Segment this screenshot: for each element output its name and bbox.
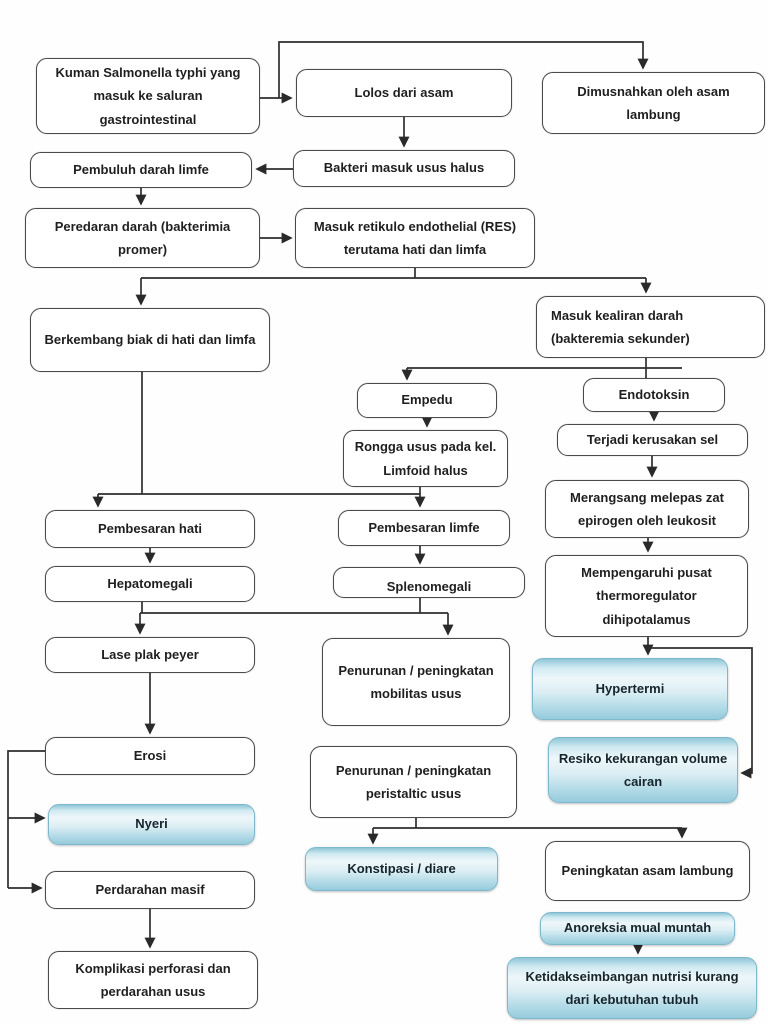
node-peristaltik-usus: Penurunan / peningkatan peristaltic usus [310,746,517,818]
node-konstipasi-diare: Konstipasi / diare [305,847,498,891]
node-anoreksia: Anoreksia mual muntah [540,912,735,945]
node-perdarahan-masif: Perdarahan masif [45,871,255,909]
node-rongga-usus: Rongga usus pada kel. Limfoid halus [343,430,508,487]
node-ketidakseimbangan-nutrisi: Ketidakseimbangan nutrisi kurang dari ke… [507,957,757,1019]
node-bakteri-masuk-usus: Bakteri masuk usus halus [293,150,515,187]
node-mobilitas-usus: Penurunan / peningkatan mobilitas usus [322,638,510,726]
node-nyeri: Nyeri [48,804,255,845]
node-kealiran-darah: Masuk kealiran darah (bakteremia sekunde… [536,296,765,358]
node-empedu: Empedu [357,383,497,418]
node-lase-plak-peyer: Lase plak peyer [45,637,255,673]
node-komplikasi-perforasi: Komplikasi perforasi dan perdarahan usus [48,951,258,1009]
node-mempengaruhi-pusat: Mempengaruhi pusat thermoregulator dihip… [545,555,748,637]
node-pembuluh-darah-limfe: Pembuluh darah limfe [30,152,252,188]
node-merangsang-melepas: Merangsang melepas zat epirogen oleh leu… [545,480,749,538]
node-lolos-dari-asam: Lolos dari asam [296,69,512,117]
node-splenomegali: Splenomegali [333,567,525,598]
node-pembesaran-limfe: Pembesaran limfe [338,510,510,546]
node-berkembang-biak: Berkembang biak di hati dan limfa [30,308,270,372]
node-kuman-salmonella: Kuman Salmonella typhi yang masuk ke sal… [36,58,260,134]
node-dimusnahkan: Dimusnahkan oleh asam lambung [542,72,765,134]
node-peredaran-darah: Peredaran darah (bakterimia promer) [25,208,260,268]
node-resiko-kekurangan-cairan: Resiko kekurangan volume cairan [548,737,738,803]
edge-mempengaruhi-resiko [648,647,753,779]
node-erosi: Erosi [45,737,255,775]
edge-erosi-bracket [7,750,45,888]
edge-kuman-dimusnahkan [278,41,649,98]
node-pembesaran-hati: Pembesaran hati [45,510,255,548]
node-retikulo-endothelial: Masuk retikulo endothelial (RES) terutam… [295,208,535,268]
node-hepatomegali: Hepatomegali [45,566,255,602]
node-terjadi-kerusakan-sel: Terjadi kerusakan sel [557,424,748,456]
node-peningkatan-asam: Peningkatan asam lambung [545,841,750,901]
node-hypertermi: Hypertermi [532,658,728,720]
node-endotoksin: Endotoksin [583,378,725,412]
